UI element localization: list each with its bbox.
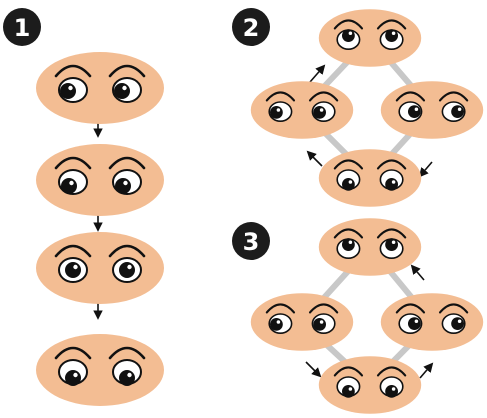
pupil-icon	[342, 178, 355, 191]
eye-highlight-icon	[349, 240, 353, 244]
face	[251, 293, 353, 351]
face-skin	[319, 9, 421, 67]
face	[381, 81, 483, 139]
eye-highlight-icon	[277, 108, 281, 112]
face-skin	[36, 334, 164, 406]
clockwise-arrow-icon	[420, 162, 432, 176]
pupil-icon	[65, 262, 81, 278]
panel-1-number: 1	[14, 14, 31, 42]
eye-highlight-icon	[122, 86, 126, 90]
panel-3: 3	[232, 218, 483, 414]
face	[319, 9, 421, 67]
face	[36, 232, 164, 304]
eye-highlight-icon	[127, 265, 131, 269]
pupil-icon	[342, 385, 355, 398]
clockwise-arrow-icon	[308, 152, 322, 166]
face-skin	[381, 81, 483, 139]
pupil-icon	[408, 105, 421, 118]
face	[319, 149, 421, 207]
face-skin	[319, 356, 421, 414]
face	[319, 218, 421, 276]
eye-highlight-icon	[349, 180, 353, 184]
eye-highlight-icon	[320, 108, 324, 112]
eye-highlight-icon	[127, 373, 131, 377]
eye-highlight-icon	[415, 319, 419, 323]
eye-highlight-icon	[458, 107, 462, 111]
pupil-icon	[451, 105, 464, 118]
face	[36, 52, 164, 124]
panel-2-number: 2	[243, 14, 260, 42]
eye-highlight-icon	[349, 387, 353, 391]
pupil-icon	[270, 106, 283, 119]
counterclockwise-arrow-icon	[420, 364, 432, 378]
panel-1-faces	[36, 52, 164, 406]
pupil-icon	[313, 318, 326, 331]
face-skin	[251, 293, 353, 351]
pupil-icon	[342, 238, 355, 251]
pupil-icon	[270, 318, 283, 331]
eye-highlight-icon	[320, 320, 324, 324]
face-skin	[319, 218, 421, 276]
pupil-icon	[313, 106, 326, 119]
pupil-icon	[119, 370, 135, 386]
panel-1-number-badge: 1	[3, 8, 41, 46]
counterclockwise-arrow-icon	[412, 266, 424, 280]
panel-3-faces	[251, 218, 483, 414]
panel-2-number-badge: 2	[232, 8, 270, 46]
clockwise-arrow-icon	[310, 66, 324, 82]
eye-highlight-icon	[123, 181, 127, 185]
face-skin	[319, 149, 421, 207]
pupil-icon	[119, 262, 135, 278]
pupil-icon	[451, 317, 464, 330]
face	[36, 144, 164, 216]
panel-2: 2	[232, 8, 483, 207]
face-skin	[36, 52, 164, 124]
eye-highlight-icon	[277, 320, 281, 324]
eye-highlight-icon	[73, 265, 77, 269]
panel-3-number-badge: 3	[232, 222, 270, 260]
face-skin	[251, 81, 353, 139]
face-skin	[36, 232, 164, 304]
counterclockwise-arrow-icon	[306, 362, 320, 376]
eye-highlight-icon	[392, 240, 396, 244]
pupil-icon	[385, 29, 398, 42]
pupil-icon	[114, 83, 130, 99]
pupil-icon	[115, 178, 131, 194]
pupil-icon	[61, 178, 77, 194]
eye-highlight-icon	[458, 319, 462, 323]
pupil-icon	[65, 370, 81, 386]
face	[251, 81, 353, 139]
face-skin	[381, 293, 483, 351]
eye-highlight-icon	[392, 31, 396, 35]
eye-highlight-icon	[415, 107, 419, 111]
pupil-icon	[408, 317, 421, 330]
face-skin	[36, 144, 164, 216]
panel-3-number: 3	[243, 228, 260, 256]
pupil-icon	[342, 29, 355, 42]
eye-highlight-icon	[69, 181, 73, 185]
eye-highlight-icon	[68, 86, 72, 90]
panel-2-faces	[251, 9, 483, 207]
pupil-icon	[385, 178, 398, 191]
eye-highlight-icon	[392, 387, 396, 391]
pupil-icon	[60, 83, 76, 99]
pupil-icon	[385, 385, 398, 398]
eye-highlight-icon	[73, 373, 77, 377]
eye-highlight-icon	[392, 180, 396, 184]
eye-highlight-icon	[349, 31, 353, 35]
face	[36, 334, 164, 406]
panel-1: 1	[3, 8, 164, 406]
pupil-icon	[385, 238, 398, 251]
face	[381, 293, 483, 351]
face	[319, 356, 421, 414]
